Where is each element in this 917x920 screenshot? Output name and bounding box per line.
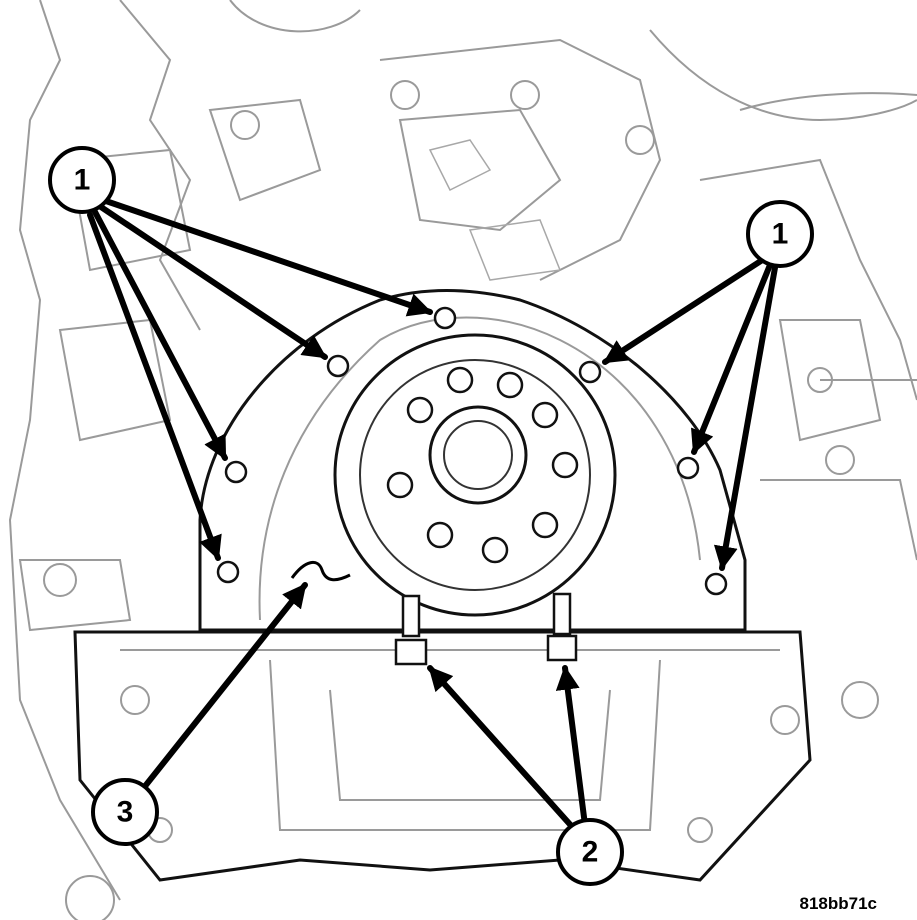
arrow-1-left-to-top (100, 197, 433, 317)
callout-3-label: 3 (117, 796, 134, 829)
arrow-2-to-right-stud (555, 665, 588, 828)
arrow-1-right-to-upper (602, 252, 773, 365)
arrow-3-to-sealant (135, 582, 308, 798)
crankshaft-flange (333, 333, 617, 617)
callout-3: 3 (91, 778, 159, 846)
arrow-1-left-to-lower (87, 212, 222, 561)
callout-2-label: 2 (582, 836, 599, 869)
callout-1-left: 1 (48, 146, 116, 214)
engine-block-background (8, 0, 917, 920)
oil-pan (73, 630, 812, 882)
callout-2: 2 (556, 818, 624, 886)
arrow-1-left-to-middle (91, 207, 228, 461)
callout-1-right-label: 1 (772, 218, 789, 251)
sealant-bead (290, 561, 351, 582)
arrow-1-right-to-lower (713, 259, 779, 571)
callout-1-right: 1 (746, 200, 814, 268)
arrow-1-left-to-upper (95, 202, 328, 360)
callout-1-left-label: 1 (74, 164, 91, 197)
oil-pan-studs (394, 592, 578, 666)
figure-reference: 818bb71c (799, 894, 878, 913)
arrow-1-right-to-middle (691, 257, 775, 455)
retainer-bolts (216, 306, 728, 596)
leader-arrows (87, 197, 779, 833)
arrow-2-to-left-stud (427, 665, 578, 833)
